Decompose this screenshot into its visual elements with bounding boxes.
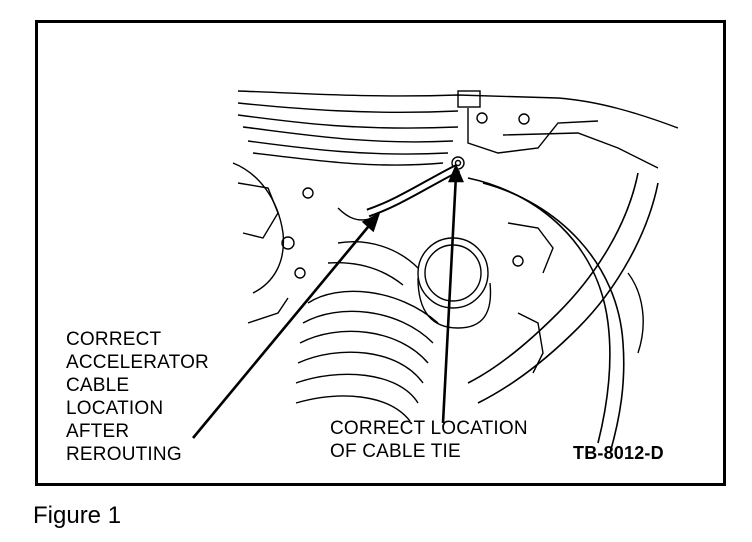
engine-illustration [191,90,679,454]
accelerator-cable-callout: CORRECT ACCELERATOR CABLE LOCATION AFTER… [66,329,209,465]
cable-tie-callout: CORRECT LOCATION OF CABLE TIE [330,418,528,462]
figure-caption: Figure 1 [33,502,122,529]
figure-code: TB-8012-D [573,443,664,463]
figure-frame: CORRECT ACCELERATOR CABLE LOCATION AFTER… [35,20,726,486]
